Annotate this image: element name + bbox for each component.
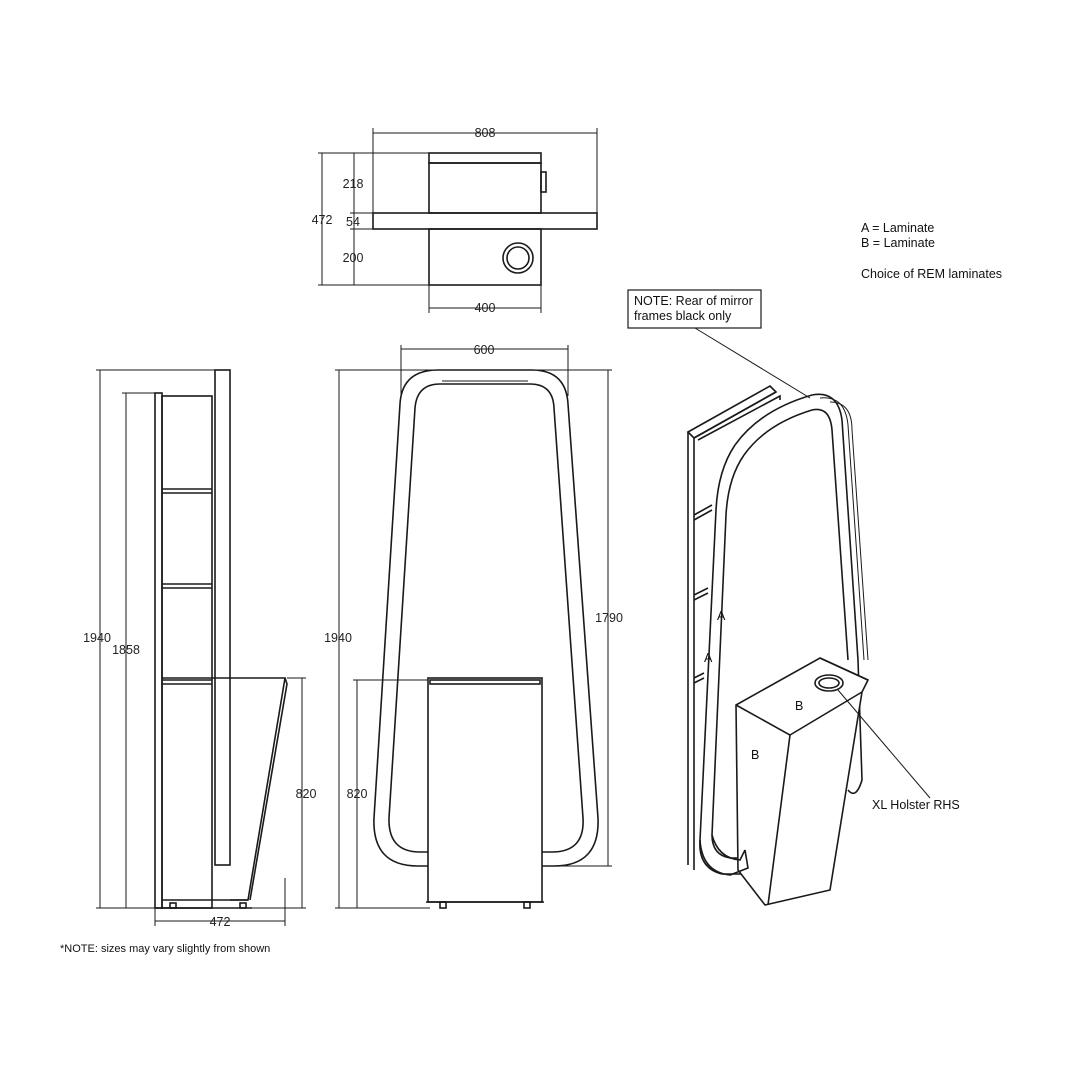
callout-a2: A — [704, 651, 713, 665]
legend-b: B = Laminate — [861, 236, 935, 250]
side-view: 1940 1858 820 472 — [83, 369, 317, 929]
callout-b2: B — [751, 748, 759, 762]
dim-side-depth: 472 — [210, 915, 231, 929]
dim-top-lower: 200 — [343, 251, 364, 265]
callout-a1: A — [717, 609, 726, 623]
dim-front-mirror: 1790 — [595, 611, 623, 625]
dim-front-height: 1940 — [324, 631, 352, 645]
laminate-legend: A = Laminate B = Laminate Choice of REM … — [861, 221, 1002, 281]
dim-top-base: 400 — [475, 301, 496, 315]
note-rear-line1: NOTE: Rear of mirror — [634, 294, 753, 308]
dim-top-upper: 218 — [343, 177, 364, 191]
legend-choice: Choice of REM laminates — [861, 267, 1002, 281]
top-view: 808 472 218 54 200 400 — [312, 126, 598, 315]
sizes-note: *NOTE: sizes may vary slightly from show… — [60, 943, 270, 955]
dim-side-base: 820 — [296, 787, 317, 801]
note-rear-line2: frames black only — [634, 309, 732, 323]
front-view: 600 1940 1790 820 — [324, 343, 623, 909]
dim-top-width: 808 — [475, 126, 496, 140]
rear-note: NOTE: Rear of mirror frames black only — [627, 289, 811, 399]
dim-side-inner: 1858 — [112, 643, 140, 657]
dim-top-shelf: 54 — [346, 215, 360, 229]
dim-front-base: 820 — [347, 787, 368, 801]
dim-front-width: 600 — [474, 343, 495, 357]
legend-a: A = Laminate — [861, 221, 934, 235]
dim-top-depth: 472 — [312, 213, 333, 227]
isometric-view: A A B B XL Holster RHS — [686, 385, 960, 906]
callout-b1: B — [795, 699, 803, 713]
dim-side-height: 1940 — [83, 631, 111, 645]
callout-holster: XL Holster RHS — [872, 798, 960, 812]
